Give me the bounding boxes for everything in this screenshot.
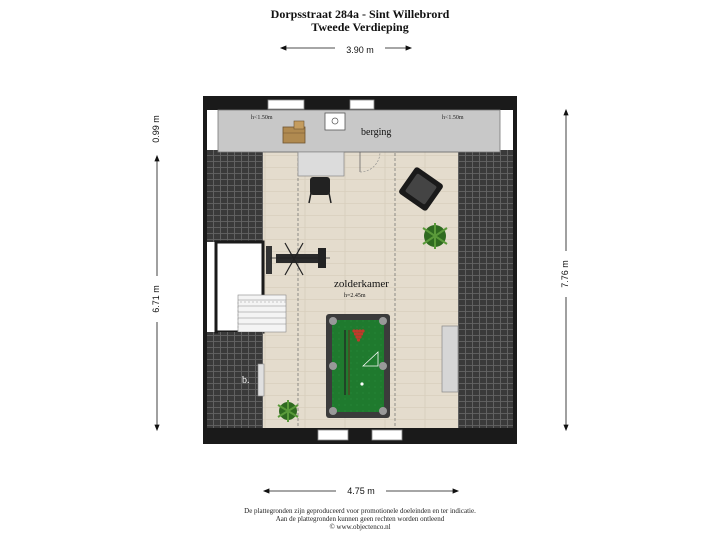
box-icon — [282, 120, 306, 144]
dimension-bottom-label: 4.75 m — [336, 486, 386, 496]
storage-area — [217, 109, 501, 153]
pool-table-icon — [326, 314, 390, 418]
footer-disclaimer-2: Aan de plattegronden kunnen geen rechten… — [275, 515, 445, 523]
plant-icon — [277, 400, 299, 422]
attic-label: zolderkamer — [334, 278, 389, 290]
small-room — [218, 332, 263, 398]
bottom-wall — [205, 428, 515, 442]
dimension-right-label: 7.76 m — [560, 251, 570, 297]
small-room-cabinet — [257, 363, 265, 397]
footer-copyright: © www.objectenco.nl — [329, 523, 391, 531]
footer-disclaimer-1: De plattegronden zijn geproduceerd voor … — [244, 507, 476, 515]
small-room-label: b. — [242, 375, 250, 386]
storage-label: berging — [361, 127, 391, 138]
desk-chair-icon — [308, 177, 332, 204]
window-bottom-right — [371, 429, 403, 441]
home-gym-icon — [266, 242, 330, 276]
desk — [297, 151, 345, 177]
dimension-left-label: 6.71 m — [151, 276, 161, 322]
storage-door — [359, 151, 381, 173]
plant-icon — [422, 223, 448, 249]
roof-right — [458, 150, 515, 442]
dimension-top-label: 3.90 m — [335, 45, 385, 55]
storage-height-left: h<1.50m — [251, 115, 273, 121]
address-title: Dorpsstraat 284a - Sint Willebrord — [270, 7, 450, 21]
roof-left-top — [205, 150, 263, 242]
storage-height-right: h<1.50m — [442, 115, 464, 121]
boiler-icon — [324, 112, 346, 131]
dimension-left-top-label: 0.99 m — [151, 106, 161, 152]
radiator — [441, 325, 459, 393]
armchair-icon — [399, 167, 443, 211]
staircase — [237, 294, 287, 333]
window-bottom-left — [317, 429, 349, 441]
floor-title: Tweede Verdieping — [311, 20, 409, 34]
window-top-middle — [349, 99, 375, 110]
attic-height-label: h=2.45m — [344, 293, 366, 299]
window-top-left — [267, 99, 305, 110]
